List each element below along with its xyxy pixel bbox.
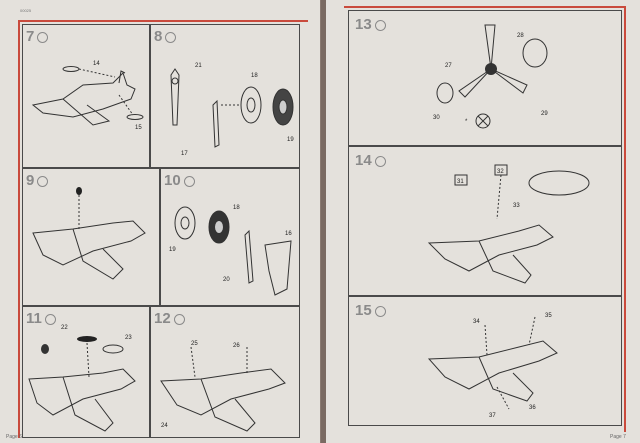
part-label: 28 [517, 33, 524, 39]
step-12-number: 12 [154, 311, 185, 326]
part-label: 30 [433, 115, 440, 121]
step-12-illustration: 25 26 24 [160, 341, 286, 432]
part-label: 14 [93, 61, 100, 67]
checkmark-circle-icon [37, 175, 49, 187]
checkmark-circle-icon [37, 31, 49, 43]
step-15-panel: 15 35 34 36 37 [348, 296, 622, 426]
part-label: 35 [545, 313, 552, 319]
checkmark-circle-icon [374, 155, 386, 167]
step-7-number: 7 [26, 29, 49, 44]
part-label: 15 [135, 125, 142, 131]
part-label: 27 [445, 63, 452, 69]
step-8-illustration: 21 18 17 19 [170, 63, 294, 157]
part-label: 25 [191, 341, 198, 347]
part-label: 36 [529, 405, 536, 411]
step-7-illustration: 14 15 [31, 61, 144, 131]
part-label: 31 [457, 179, 464, 185]
checkmark-circle-icon [374, 19, 386, 31]
part-label: 32 [497, 169, 504, 175]
left-page-footer: Page 6 [6, 434, 22, 440]
part-label: 19 [287, 137, 294, 143]
checkmark-circle-icon [374, 305, 386, 317]
part-label: 22 [61, 325, 68, 331]
part-label: 18 [251, 73, 258, 79]
part-label: 19 [169, 247, 176, 253]
part-label: * [465, 119, 468, 125]
step-10-panel: 10 18 16 19 20 [160, 168, 300, 306]
checkmark-circle-icon [165, 31, 177, 43]
part-label: 21 [195, 63, 202, 69]
part-label: 26 [233, 343, 240, 349]
left-red-border-top [18, 20, 308, 22]
part-label: 23 [125, 335, 132, 341]
part-label: 33 [513, 203, 520, 209]
step-14-illustration: 32 31 33 [427, 164, 590, 284]
corner-code: 00025 [20, 8, 32, 13]
step-11-illustration: 22 23 [28, 325, 136, 432]
part-label: 18 [233, 205, 240, 211]
step-12-panel: 12 25 26 24 [150, 306, 300, 438]
part-label: 29 [541, 111, 548, 117]
step-13-number: 13 [355, 17, 386, 32]
right-instruction-page: 13 28 27 30 29 * 14 32 31 [326, 0, 640, 443]
step-9-illustration [32, 187, 146, 280]
part-label: 16 [285, 231, 292, 237]
right-red-border-top [344, 6, 626, 8]
step-9-panel: 9 [22, 168, 160, 306]
step-10-number: 10 [164, 173, 195, 188]
part-label: 17 [181, 151, 188, 157]
step-10-illustration: 18 16 19 20 [169, 205, 292, 296]
step-8-panel: 8 21 18 17 19 [150, 24, 300, 168]
checkmark-circle-icon [44, 313, 56, 325]
step-14-number: 14 [355, 153, 386, 168]
right-page-footer: Page 7 [610, 434, 626, 440]
step-13-illustration: 28 27 30 29 * [433, 24, 548, 129]
left-red-border-left [18, 20, 20, 438]
step-15-illustration: 35 34 36 37 [427, 313, 558, 419]
step-9-number: 9 [26, 173, 49, 188]
left-instruction-page: 00025 7 14 15 8 21 18 17 [0, 0, 321, 443]
part-label: 34 [473, 319, 480, 325]
step-11-panel: 11 22 23 [22, 306, 150, 438]
checkmark-circle-icon [173, 313, 185, 325]
step-7-panel: 7 14 15 [22, 24, 150, 168]
step-8-number: 8 [154, 29, 177, 44]
checkmark-circle-icon [183, 175, 195, 187]
step-13-panel: 13 28 27 30 29 * [348, 10, 622, 146]
part-label: 20 [223, 277, 230, 283]
part-label: 24 [161, 423, 168, 429]
step-15-number: 15 [355, 303, 386, 318]
step-11-number: 11 [26, 311, 56, 326]
right-red-border-right [624, 6, 626, 432]
part-label: 37 [489, 413, 496, 419]
step-14-panel: 14 32 31 33 [348, 146, 622, 296]
